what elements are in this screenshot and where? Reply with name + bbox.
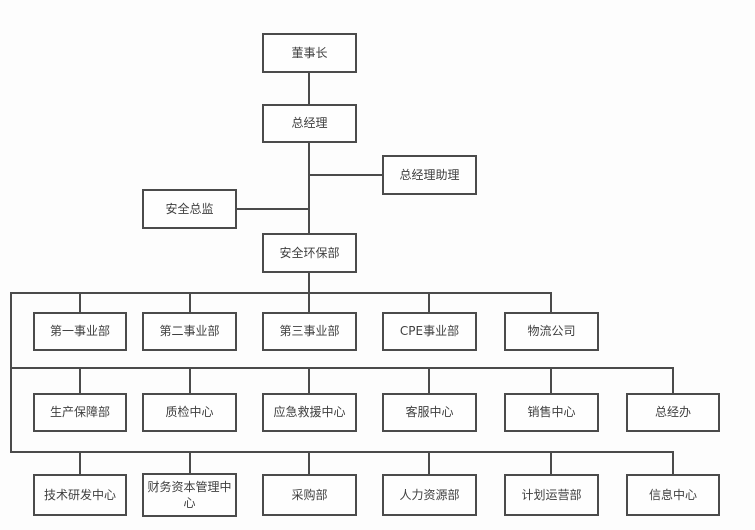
drop-tier3-4 <box>428 451 430 474</box>
drop-tier1-3 <box>308 292 310 313</box>
bus-line-tier1 <box>10 292 552 294</box>
connector-safety-director <box>236 208 309 210</box>
drop-tier3-6 <box>672 451 674 474</box>
node-logistics-company: 物流公司 <box>504 312 599 351</box>
drop-tier2-4 <box>428 367 430 393</box>
node-information-center: 信息中心 <box>626 474 720 516</box>
connector-safetyenv-bus1 <box>308 273 310 293</box>
node-hr-dept: 人力资源部 <box>382 474 477 516</box>
node-safety-env-dept: 安全环保部 <box>262 233 357 273</box>
node-tech-rnd-center: 技术研发中心 <box>33 474 127 516</box>
node-production-support-dept: 生产保障部 <box>33 393 127 432</box>
drop-tier3-2 <box>189 451 191 474</box>
bus-line-tier3 <box>10 451 674 453</box>
node-business-div-1: 第一事业部 <box>33 312 127 351</box>
node-customer-service-center: 客服中心 <box>382 393 477 432</box>
node-business-div-2: 第二事业部 <box>142 312 237 351</box>
node-cpe-business-div: CPE事业部 <box>382 312 477 351</box>
node-emergency-rescue-center: 应急救援中心 <box>262 393 357 432</box>
node-planning-operations-dept: 计划运营部 <box>504 474 599 516</box>
node-general-manager: 总经理 <box>262 104 357 143</box>
drop-tier1-1 <box>79 292 81 313</box>
node-chairman: 董事长 <box>262 33 357 73</box>
drop-tier2-6 <box>672 367 674 393</box>
drop-tier2-2 <box>189 367 191 393</box>
drop-tier1-4 <box>428 292 430 313</box>
drop-tier2-1 <box>79 367 81 393</box>
node-gm-office: 总经办 <box>626 393 720 432</box>
connector-gm-trunk <box>308 143 310 233</box>
drop-tier1-2 <box>189 292 191 313</box>
drop-tier2-5 <box>550 367 552 393</box>
connector-chairman-gm <box>308 73 310 104</box>
node-finance-capital-mgmt-center: 财务资本管理中心 <box>142 473 237 517</box>
node-quality-inspection-center: 质检中心 <box>142 393 237 432</box>
left-rail-line <box>10 292 12 453</box>
drop-tier3-3 <box>308 451 310 474</box>
node-sales-center: 销售中心 <box>504 393 599 432</box>
drop-tier1-5 <box>550 292 552 313</box>
node-procurement-dept: 采购部 <box>262 474 357 516</box>
connector-gm-assistant <box>309 174 382 176</box>
drop-tier3-1 <box>79 451 81 474</box>
node-gm-assistant: 总经理助理 <box>382 155 477 195</box>
drop-tier3-5 <box>550 451 552 474</box>
drop-tier2-3 <box>308 367 310 393</box>
node-safety-director: 安全总监 <box>142 189 237 229</box>
node-business-div-3: 第三事业部 <box>262 312 357 351</box>
bus-line-tier2 <box>10 367 674 369</box>
